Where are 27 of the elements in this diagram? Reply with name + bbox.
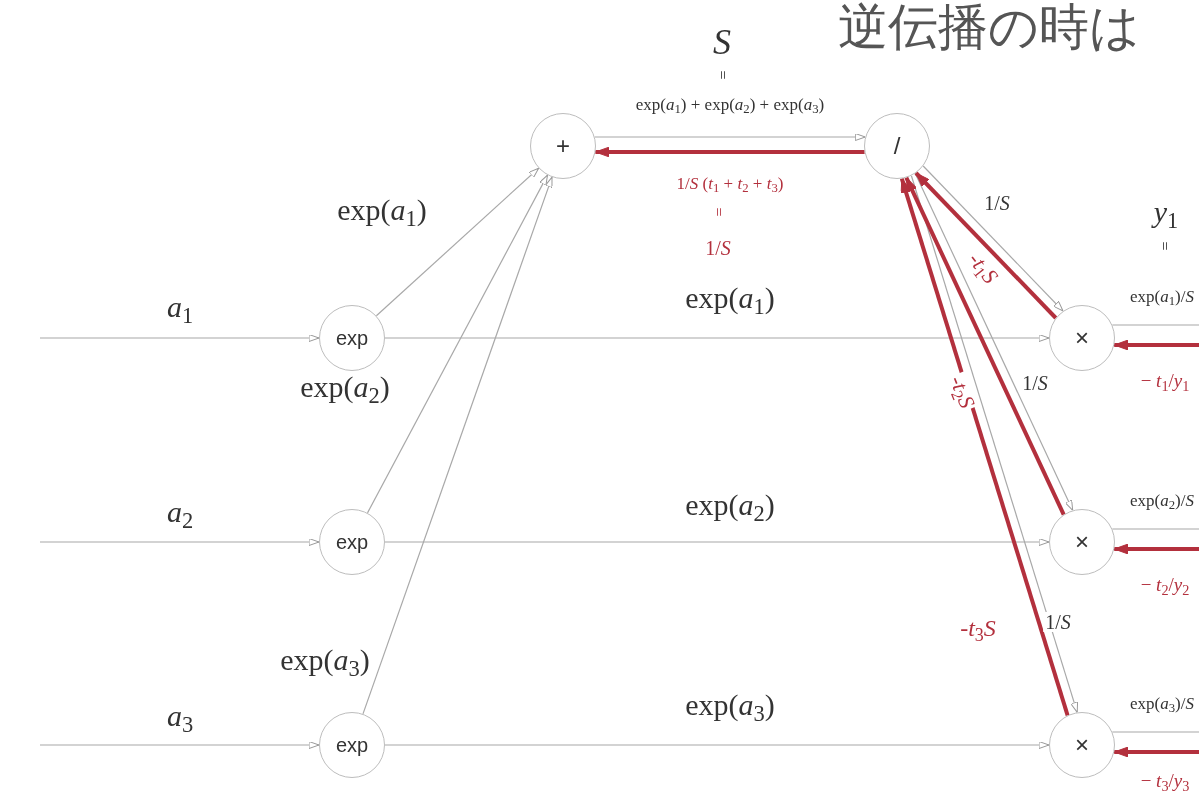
math-label: 1/S	[705, 238, 731, 258]
equals-sign: =	[1156, 241, 1172, 251]
equals-sign: =	[714, 70, 730, 80]
title: 逆伝播の時は	[838, 0, 1140, 58]
arrow	[594, 133, 866, 141]
math-label: y$_{1}$	[1153, 197, 1179, 227]
backward-arrow	[1113, 339, 1199, 351]
edge-label: exp(a$_{3}$)/S	[1128, 694, 1196, 712]
backward-arrow	[594, 146, 865, 158]
arrow	[366, 174, 549, 514]
arrow	[384, 741, 1050, 749]
backward-arrow	[1113, 746, 1199, 758]
equals-sign: =	[710, 207, 726, 217]
edge-label: exp(a$_{1}$)/S	[1128, 287, 1196, 305]
backward-arrow	[1113, 543, 1199, 555]
backward-arrow	[914, 171, 1058, 320]
arrow	[39, 334, 320, 342]
edge-label: exp(a$_{1}$) + exp(a$_{2}$) + exp(a$_{3}$)	[633, 95, 827, 113]
arrow	[922, 165, 1064, 312]
arrow	[39, 741, 320, 749]
arrow	[39, 538, 320, 546]
arrow	[384, 334, 1050, 342]
math-label: S	[713, 24, 731, 60]
edge-label: exp(a$_{2}$)/S	[1128, 491, 1196, 509]
edge-label: 1/S	[1043, 612, 1073, 632]
arrow	[384, 538, 1050, 546]
arrow	[375, 167, 540, 317]
